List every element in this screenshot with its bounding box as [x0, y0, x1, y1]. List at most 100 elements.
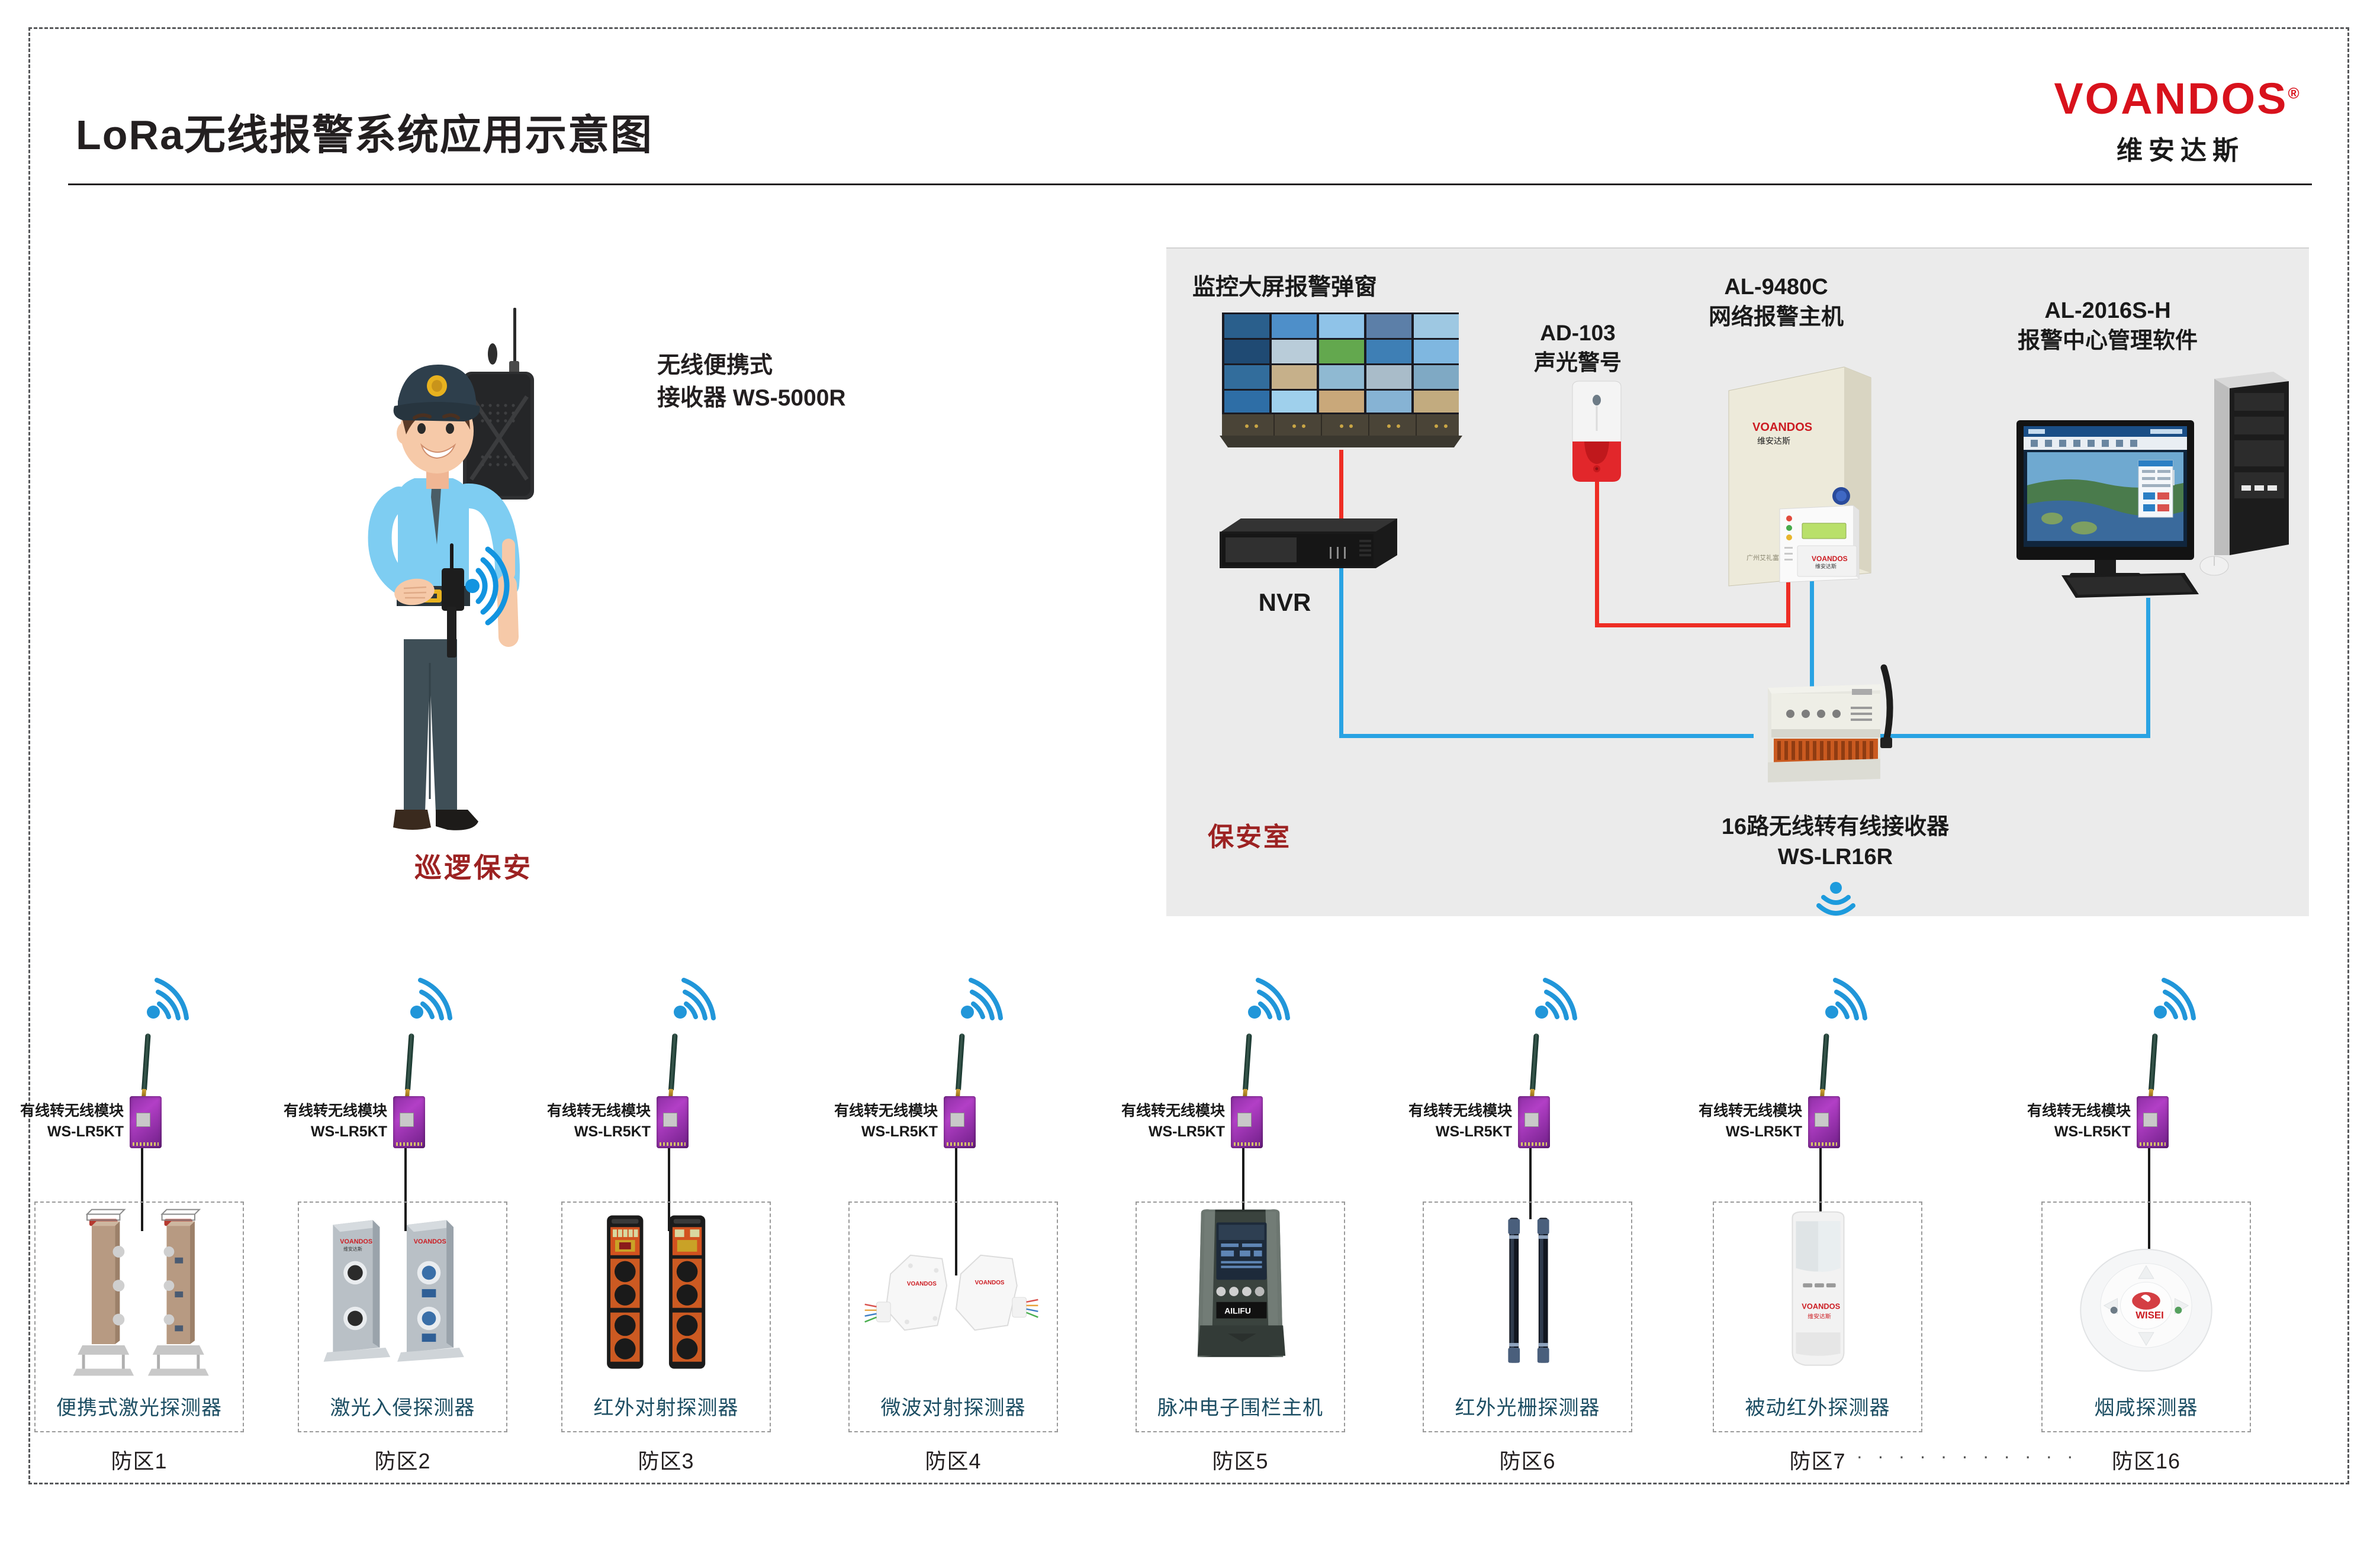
wireless-receiver-device	[1768, 664, 1893, 782]
module-label-line2: WS-LR5KT	[861, 1123, 938, 1140]
zone-device-name: 被动红外探测器	[1745, 1397, 1890, 1419]
zone-number: 防区16	[2111, 1449, 2181, 1473]
module-label-line2: WS-LR5KT	[574, 1123, 651, 1140]
svg-text:VOANDOS: VOANDOS	[1802, 1302, 1840, 1311]
module-antenna	[1243, 1033, 1252, 1091]
svg-text:维安达斯: 维安达斯	[343, 1246, 362, 1252]
module-lead-wire	[955, 1148, 957, 1275]
wire-videowall-nvr	[1339, 450, 1343, 539]
passive-infrared-detector-image: VOANDOS 维安达斯	[1792, 1211, 1845, 1366]
belt-radio-device	[442, 543, 464, 658]
svg-text:维安达斯: 维安达斯	[1815, 563, 1837, 569]
zone-4: 有线转无线模块 WS-LR5KT VOANDOS	[826, 971, 1080, 1492]
patrol-guard-illustration	[368, 308, 534, 830]
module-chip	[136, 1113, 150, 1127]
module-label-line1: 有线转无线模块	[546, 1103, 651, 1119]
wireless-module-board	[1231, 1096, 1263, 1148]
infrared-grating-detector-image	[1508, 1217, 1549, 1363]
receiver-wifi-icon	[1816, 882, 1855, 916]
wireless-module-board	[2137, 1096, 2169, 1148]
zone-2: 有线转无线模块 WS-LR5KT VOANDOS 维安达斯	[275, 971, 530, 1492]
page-title: LoRa无线报警系统应用示意图	[76, 112, 653, 158]
module-label: 有线转无线模块 WS-LR5KT	[1686, 1101, 1802, 1142]
zone-device-name: 激光入侵探测器	[330, 1397, 475, 1419]
wifi-icon	[961, 978, 1003, 1020]
zone-7: 有线转无线模块 WS-LR5KT VOANDOS 维安达斯 被动红外探测器 防区…	[1690, 971, 1945, 1492]
zone-device-name: 便携式激光探测器	[56, 1397, 222, 1419]
svg-text:VOANDOS: VOANDOS	[414, 1238, 446, 1245]
wireless-module-board	[944, 1096, 976, 1148]
zone-5: 有线转无线模块 WS-LR5KT AILIFU	[1113, 971, 1368, 1492]
module-chip	[400, 1113, 414, 1127]
svg-text:VOANDOS: VOANDOS	[975, 1280, 1005, 1286]
svg-text:维安达斯: 维安达斯	[1757, 436, 1790, 446]
security-room-caption: 保安室	[1208, 823, 1291, 852]
zone-device-name: 脉冲电子围栏主机	[1157, 1397, 1323, 1419]
zone-box: 红外对射探测器	[561, 1201, 771, 1432]
wire-host-to-receiver	[1810, 580, 1814, 701]
zone-number: 防区7	[1789, 1449, 1846, 1473]
module-label-line1: 有线转无线模块	[1408, 1103, 1512, 1119]
zone-6: 有线转无线模块 WS-LR5KT	[1400, 971, 1655, 1492]
wifi-icon	[1825, 978, 1867, 1020]
zone-number: 防区4	[925, 1449, 982, 1473]
wireless-receiver-label-line1: 16路无线转有线接收器	[1721, 814, 1950, 839]
portable-receiver-label: 无线便携式 接收器 WS-5000R	[657, 349, 906, 415]
zone-number: 防区1	[111, 1449, 168, 1473]
module-label-line1: 有线转无线模块	[283, 1103, 387, 1119]
zone-16: 有线转无线模块 WS-LR5KT WISEI 烟咸探	[2019, 971, 2273, 1492]
siren-device	[1572, 381, 1622, 482]
siren-label-line2: 声光警号	[1534, 350, 1622, 375]
module-pins	[1521, 1142, 1547, 1146]
zone-number: 防区2	[374, 1449, 431, 1473]
zone-box: 红外光栅探测器	[1423, 1201, 1632, 1432]
wifi-icon	[1248, 978, 1290, 1020]
wireless-receiver-label-line2: WS-LR16R	[1777, 845, 1893, 870]
module-antenna	[2149, 1033, 2158, 1091]
module-label-line1: 有线转无线模块	[1698, 1103, 1802, 1119]
microwave-beam-detector-image: VOANDOS VOANDOS	[864, 1254, 1038, 1331]
brand-logo: VOANDOS® 维安达斯	[2041, 77, 2314, 167]
module-label: 有线转无线模块 WS-LR5KT	[2014, 1101, 2131, 1142]
wire-nvr-down	[1339, 533, 1343, 737]
zone-number: 防区6	[1499, 1449, 1556, 1473]
module-label: 有线转无线模块 WS-LR5KT	[534, 1101, 651, 1142]
svg-text:WISEI: WISEI	[2135, 1310, 2164, 1321]
brand-name-cn: 维安达斯	[2117, 136, 2244, 165]
module-label: 有线转无线模块 WS-LR5KT	[821, 1101, 938, 1142]
video-wall-label: 监控大屏报警弹窗	[1192, 275, 1378, 300]
guard-caption: 巡逻保安	[414, 852, 533, 883]
zone-box: VOANDOS 维安达斯 被动红外探测器	[1713, 1201, 1922, 1432]
alarm-host-device: VOANDOS 维安达斯 广州艾礼富 VOANDOS 维安达斯	[1728, 366, 1871, 587]
module-label-line2: WS-LR5KT	[1435, 1123, 1512, 1140]
module-label: 有线转无线模块 WS-LR5KT	[1395, 1101, 1512, 1142]
wireless-module-board	[130, 1096, 162, 1148]
wire-host-down-red	[1786, 539, 1790, 627]
module-lead-wire	[2148, 1148, 2150, 1258]
svg-text:维安达斯: 维安达斯	[1807, 1313, 1831, 1320]
module-antenna	[956, 1033, 965, 1091]
siren-label-line1: AD-103	[1540, 321, 1616, 345]
module-antenna	[1820, 1033, 1829, 1091]
pulse-fence-controller-image: AILIFU	[1197, 1209, 1286, 1357]
module-chip	[2143, 1113, 2157, 1127]
brand-name-en: VOANDOS®	[2054, 77, 2301, 121]
zone-box: VOANDOS VOANDOS	[848, 1201, 1058, 1432]
module-lead-wire	[141, 1148, 143, 1231]
module-pins	[660, 1142, 686, 1146]
module-antenna	[1530, 1033, 1539, 1091]
detection-zones-row: 有线转无线模块 WS-LR5KT	[0, 971, 2380, 1492]
module-lead-wire	[404, 1148, 407, 1231]
wifi-icon	[2154, 978, 2196, 1020]
security-room-panel: 监控大屏报警弹窗 AD-103 声光警号 AL-9480C 网络报警主机 AL-…	[1166, 247, 2309, 916]
module-chip	[950, 1113, 964, 1127]
zone-number: 防区5	[1212, 1449, 1269, 1473]
module-pins	[396, 1142, 422, 1146]
zone-box: VOANDOS 维安达斯 VOANDOS	[298, 1201, 507, 1432]
module-pins	[947, 1142, 973, 1146]
module-pins	[1234, 1142, 1260, 1146]
module-label-line1: 有线转无线模块	[20, 1103, 124, 1119]
portable-receiver-label-line1: 无线便携式	[657, 353, 773, 378]
wifi-icon	[147, 978, 189, 1020]
zone-box: 便携式激光探测器	[34, 1201, 244, 1432]
